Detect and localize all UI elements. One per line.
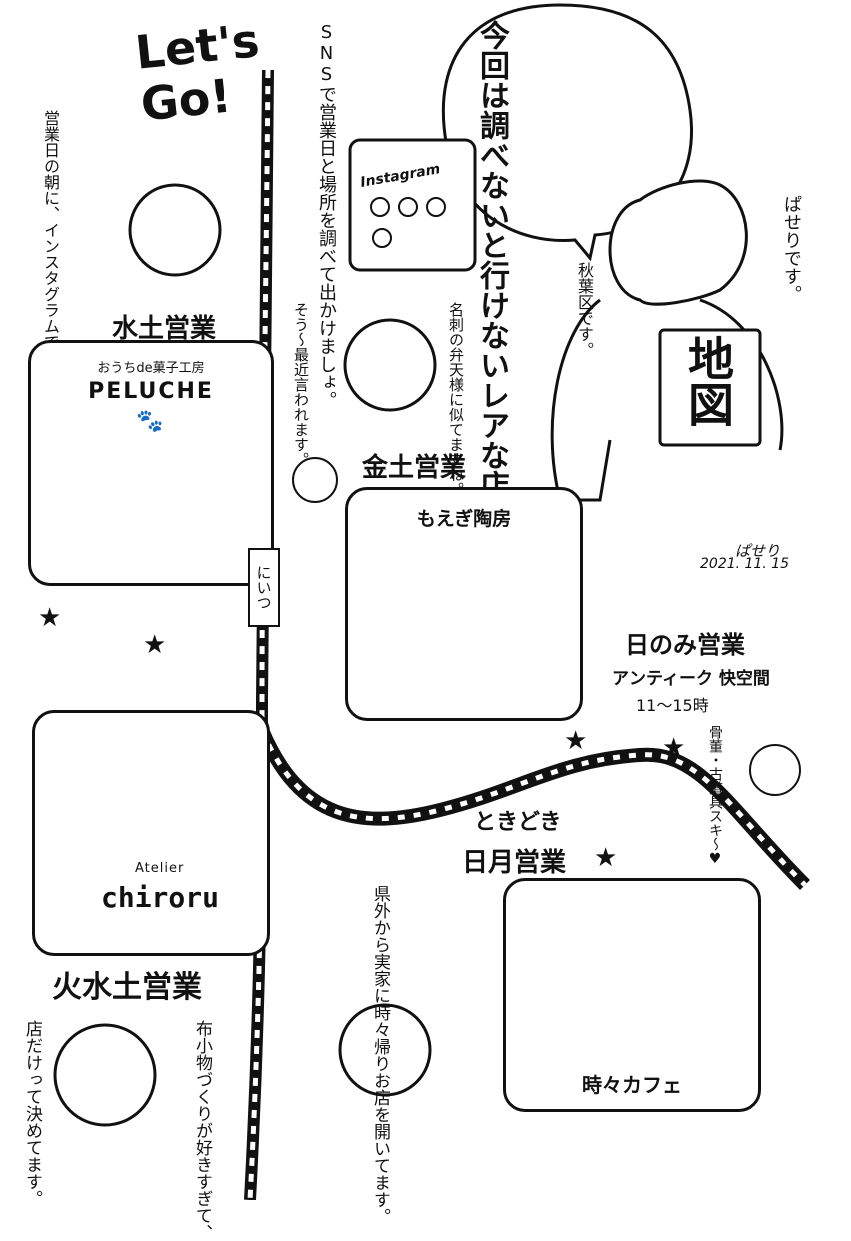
railway-line bbox=[244, 69, 274, 1200]
chiroru-star-icon: ★ bbox=[143, 630, 167, 660]
moegi-star-icon: ★ bbox=[564, 726, 588, 756]
signature-date: 2021. 11. 15 bbox=[700, 556, 790, 572]
chiroru-atelier: Atelier bbox=[135, 861, 185, 876]
kaikukan-owner-face bbox=[749, 744, 801, 796]
tokidoki-days-top: ときどき bbox=[474, 810, 562, 835]
kaikukan-days: 日のみ営業 bbox=[625, 631, 745, 659]
chiroru-note-left: 店だけって決めてます。 bbox=[22, 1020, 42, 1207]
chiroru-owner-face bbox=[53, 1023, 157, 1127]
tokidoki-name: 時々カフェ bbox=[582, 1073, 682, 1097]
moegi-owner-face bbox=[343, 318, 437, 412]
peluche-star-icon: ★ bbox=[38, 603, 62, 633]
moegi-note-left: そう〜最近言われます。 bbox=[292, 302, 310, 467]
intro-speech: 今回は調べないと行けないレアな店を紹介します。 bbox=[474, 20, 509, 710]
narrator-name: ぱせりです。 bbox=[781, 195, 802, 303]
chiroru-days: 火水土営業 bbox=[52, 970, 202, 1005]
peluche-owner-face bbox=[128, 183, 222, 277]
kaikukan-name: アンティーク 快空間 bbox=[612, 669, 770, 689]
moegi-card[interactable]: もえぎ陶房 bbox=[345, 487, 583, 721]
peluche-days: 水土営業 bbox=[112, 314, 217, 344]
benten-figure bbox=[292, 457, 338, 503]
peluche-subtitle: おうちde菓子工房 bbox=[97, 361, 205, 376]
phone-illustration bbox=[348, 138, 477, 272]
tokidoki-card[interactable]: 時々カフェ bbox=[503, 878, 761, 1112]
tokidoki-days-bottom: 日月営業 bbox=[462, 848, 567, 878]
tokidoki-star-icon: ★ bbox=[594, 843, 618, 873]
moegi-days: 金土営業 bbox=[362, 453, 467, 483]
narrator-figure bbox=[608, 179, 748, 306]
map-sign bbox=[658, 328, 762, 447]
moegi-note-right: 名刺の弁天様に似てますね。 bbox=[447, 302, 465, 497]
kaikukan-hours: 11〜15時 bbox=[636, 696, 709, 715]
signature-name: ぱせり bbox=[735, 542, 781, 560]
kaikukan-note: 骨董・古道具スキ〜♥ bbox=[707, 725, 723, 867]
tokidoki-owner-face bbox=[338, 1003, 432, 1097]
chiroru-card[interactable]: Atelier chiroru bbox=[32, 710, 270, 956]
kaikukan-star-icon: ★ bbox=[662, 733, 686, 763]
page-title: Let's Go! bbox=[132, 13, 262, 132]
chiroru-note-right: 布小物づくりが好きすぎて、 bbox=[192, 1020, 212, 1241]
peluche-name: PELUCHE bbox=[88, 379, 214, 404]
tokidoki-note: 県外から実家に時々帰りお店を開いてます。 bbox=[368, 885, 392, 1225]
peluche-note: 営業日の朝に、インスタグラムでケーキのお知らせをしています。 bbox=[38, 110, 62, 590]
station-label: にいつ bbox=[248, 548, 280, 627]
narrator-area: 秋葉区です。 bbox=[575, 262, 594, 358]
paw-icon: 🐾 bbox=[136, 409, 164, 434]
peluche-card[interactable]: おうちde菓子工房 PELUCHE 🐾 bbox=[28, 340, 274, 586]
sns-note: SNSで営業日と場所を調べて出かけましょ。 bbox=[316, 22, 337, 409]
moegi-name: もえぎ陶房 bbox=[416, 508, 512, 530]
intro-bubble bbox=[441, 3, 693, 262]
map-sign-label: 地図 bbox=[681, 335, 735, 427]
chiroru-name: chiroru bbox=[100, 881, 219, 914]
